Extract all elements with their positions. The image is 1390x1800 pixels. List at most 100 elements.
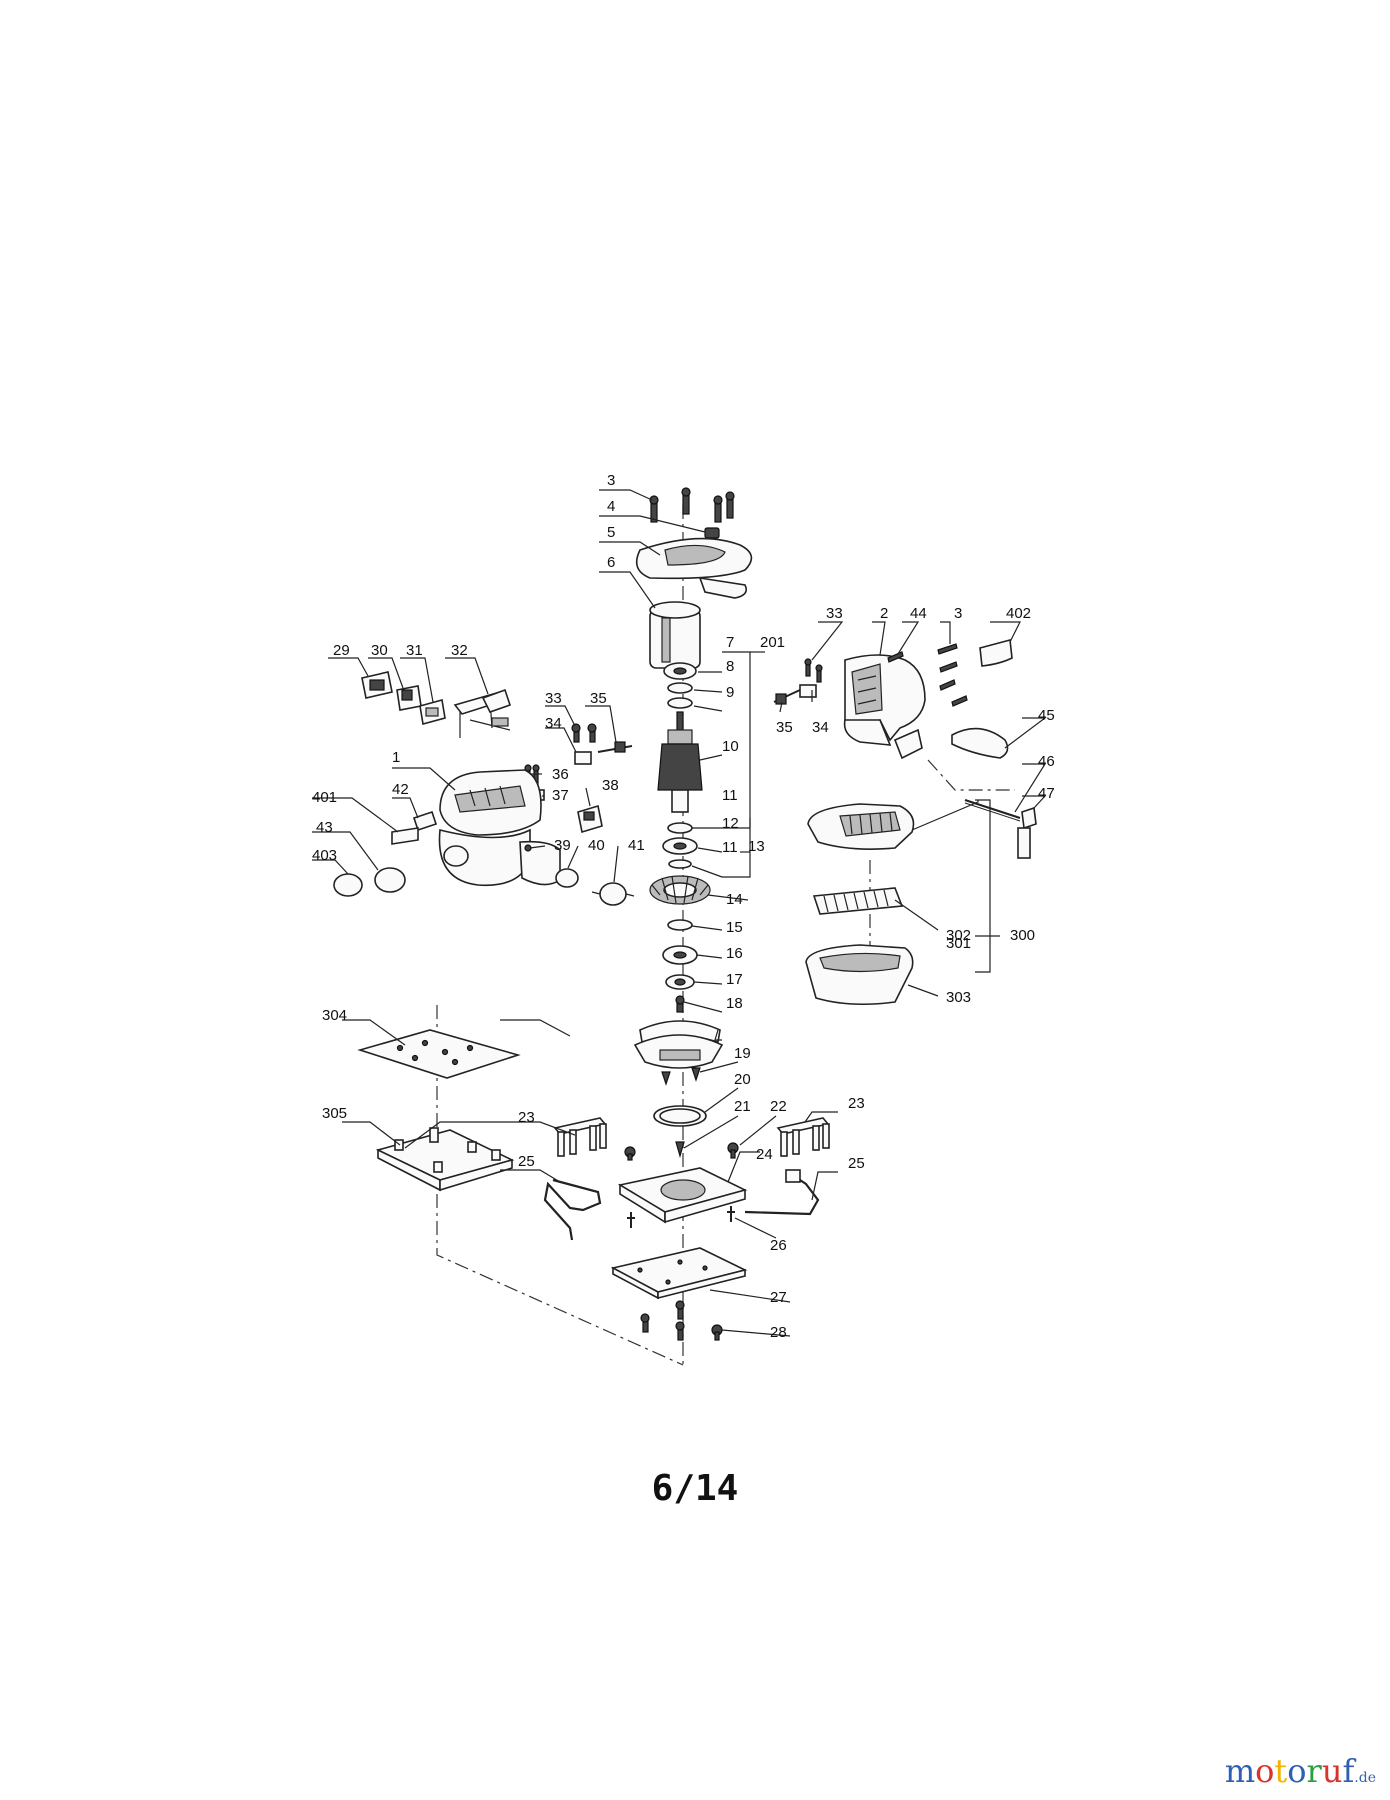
- part-3-screws-right: [937, 643, 968, 707]
- label-31: 31: [406, 642, 423, 659]
- part-23-bracket-right: [776, 1117, 830, 1157]
- label-36: 36: [552, 766, 569, 783]
- part-7-bearing: [663, 662, 697, 680]
- part-9-washer: [667, 697, 693, 709]
- part-303-dust-box: [805, 944, 914, 1006]
- label-28: 28: [770, 1324, 787, 1341]
- part-38-capacitor: [577, 804, 603, 834]
- label-302: 302: [946, 927, 971, 944]
- part-22-bolt: [727, 1142, 739, 1159]
- part-42-knob: [412, 810, 438, 832]
- part-24-base-plate: [617, 1167, 748, 1224]
- label-10: 10: [722, 738, 739, 755]
- label-47: 47: [1038, 785, 1055, 802]
- part-14-washer: [667, 919, 693, 931]
- part-302-filter: [812, 887, 904, 915]
- label-1: 1: [392, 749, 400, 766]
- watermark-letter: o: [1255, 1752, 1275, 1790]
- label-25-left: 25: [518, 1153, 535, 1170]
- label-37: 37: [552, 787, 569, 804]
- label-304: 304: [322, 1007, 347, 1024]
- watermark-letter: m: [1224, 1752, 1256, 1790]
- part-1-motor-housing: [438, 769, 561, 887]
- label-26: 26: [770, 1237, 787, 1254]
- label-24: 24: [756, 1146, 773, 1163]
- part-25-clamp-left: [543, 1178, 602, 1241]
- label-300: 300: [1010, 927, 1035, 944]
- label-29: 29: [333, 642, 350, 659]
- label-20: 20: [734, 1071, 751, 1088]
- label-8: 8: [726, 658, 734, 675]
- part-26-screw-left: [627, 1212, 635, 1228]
- label-33-right: 33: [826, 605, 843, 622]
- part-44-screws: [887, 651, 904, 663]
- label-9: 9: [726, 684, 734, 701]
- part-35-carbon-brush-right: [773, 689, 801, 705]
- part-23-bracket-left: [553, 1117, 607, 1157]
- part-401-label: [391, 827, 419, 845]
- part-46-cable: [964, 798, 1021, 822]
- label-32: 32: [451, 642, 468, 659]
- part-33-screw-right: [804, 658, 823, 683]
- label-2: 2: [880, 605, 888, 622]
- label-45: 45: [1038, 707, 1055, 724]
- part-27-sanding-pad: [610, 1247, 748, 1300]
- label-19: 19: [734, 1045, 751, 1062]
- label-23-right: 23: [848, 1095, 865, 1112]
- label-44: 44: [910, 605, 927, 622]
- label-35-left: 35: [590, 690, 607, 707]
- label-35-right: 35: [776, 719, 793, 736]
- label-201: 201: [760, 634, 785, 651]
- part-12-bearing: [662, 837, 698, 855]
- label-4: 4: [607, 498, 615, 515]
- part-34-brush-holder-left: [574, 751, 592, 765]
- part-28-screws: [640, 1300, 723, 1341]
- label-12: 12: [722, 815, 739, 832]
- watermark-letter: r: [1306, 1752, 1322, 1790]
- label-34-right: 34: [812, 719, 829, 736]
- part-47-cable-plug: [1017, 806, 1037, 859]
- label-39: 39: [554, 837, 571, 854]
- part-4-clip: [704, 527, 720, 539]
- part-402-label: [979, 638, 1013, 667]
- part-40-o-ring: [555, 868, 579, 888]
- label-402: 402: [1006, 605, 1031, 622]
- part-34-brush-holder-right: [799, 684, 817, 698]
- assembly-axis-pad: [436, 1005, 684, 1366]
- watermark-letter: u: [1321, 1752, 1343, 1790]
- part-5-top-cover: [635, 537, 753, 599]
- label-16: 16: [726, 945, 743, 962]
- part-6-magnet-housing: [649, 601, 701, 669]
- label-301: 301: [946, 935, 971, 952]
- watermark-letter: f: [1342, 1752, 1355, 1790]
- part-11-washer-upper: [667, 822, 693, 834]
- part-304-sanding-sheet: [357, 1029, 521, 1079]
- part-8-washer: [667, 682, 693, 694]
- label-43: 43: [316, 819, 333, 836]
- label-5: 5: [607, 524, 615, 541]
- part-labels: 3 4 5 6 7 201 8 9 10 11 12 11 13 14 15 1…: [312, 472, 1055, 1341]
- part-13-fan: [649, 875, 711, 905]
- part-32-cable-holder: [453, 688, 512, 738]
- part-35-carbon-brush-left: [597, 741, 633, 753]
- label-27: 27: [770, 1289, 787, 1306]
- part-18-base-housing: [633, 1020, 724, 1069]
- part-41-o-ring: [591, 882, 635, 906]
- part-403-cap: [333, 873, 363, 897]
- assembly-axis-handle: [927, 759, 1015, 791]
- label-41: 41: [628, 837, 645, 854]
- label-403: 403: [312, 847, 337, 864]
- label-3: 3: [607, 472, 615, 489]
- part-22-bolt-left: [624, 1146, 636, 1161]
- label-13: 13: [748, 838, 765, 855]
- part-25-clamp-right: [744, 1177, 820, 1216]
- watermark-letter: o: [1287, 1752, 1307, 1790]
- screw-set-top: [649, 487, 735, 523]
- watermark-logo: motoruf.de: [1225, 1752, 1376, 1790]
- label-42: 42: [392, 781, 409, 798]
- part-43-cap: [374, 867, 406, 893]
- label-33-left: 33: [545, 690, 562, 707]
- label-30: 30: [371, 642, 388, 659]
- watermark-suffix: .de: [1354, 1770, 1376, 1786]
